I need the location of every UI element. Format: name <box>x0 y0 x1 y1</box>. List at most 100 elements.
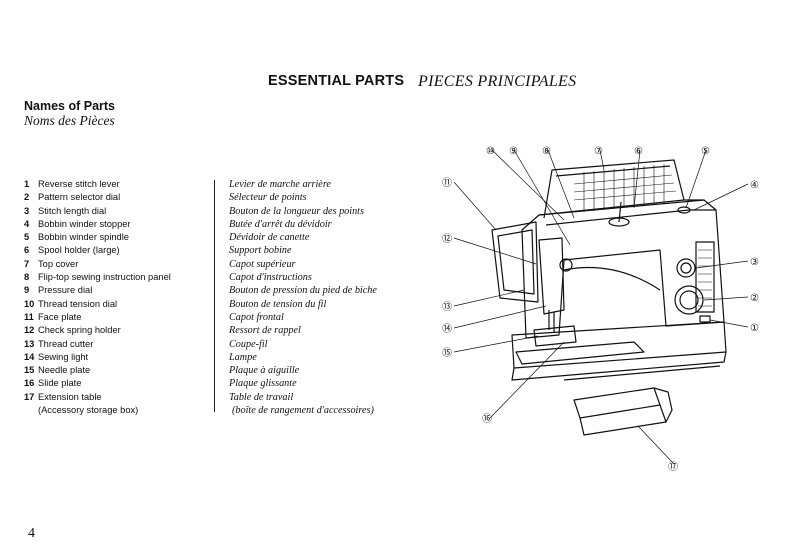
part-name: Check spring holder <box>38 325 121 336</box>
part-name: Thread cutter <box>38 338 94 349</box>
tension-dial <box>559 258 573 272</box>
part-number: 6 <box>24 245 30 256</box>
list-item: Capot d'instructions <box>229 272 312 284</box>
callout-5: ⑤ <box>701 146 710 157</box>
callout-16: ⑯ <box>482 413 492 425</box>
subtitle-french: Noms des Pièces <box>24 113 115 128</box>
list-item: Capot frontal <box>229 311 284 323</box>
page-number: 4 <box>28 526 35 541</box>
list-item: Support bobine <box>229 245 292 257</box>
accessory-box <box>573 387 661 419</box>
list-item: Levier de marche arrière <box>229 179 331 190</box>
callout-8: ⑧ <box>542 146 551 157</box>
sewing-machine-diagram: ⑩ ⑨ ⑧ ⑦ ⑥ ⑤ ④ ⑪ ⑫ ③ ② ⑬ ① ⑭ ⑮ ⑯ ⑰ <box>442 146 759 473</box>
part-number: 3 <box>24 205 30 216</box>
list-item: Ressort de rappel <box>229 325 301 337</box>
list-item: 9 Pressure dial <box>24 284 214 297</box>
part-name: Pressure dial <box>38 285 93 296</box>
list-item: Lampe <box>229 351 257 363</box>
list-item: 4 Bobbin winder stopper <box>24 218 214 231</box>
list-item: Plaque glissante <box>229 378 297 390</box>
part-name: Top cover <box>38 258 79 269</box>
callout-11: ⑪ <box>442 177 452 189</box>
list-item: Butée d'arrêt du dévidoir <box>229 218 332 230</box>
callout-17: ⑰ <box>668 461 678 473</box>
part-number: 13 <box>24 338 35 349</box>
part-name: Flip-top sewing instruction panel <box>38 272 171 283</box>
callouts: ⑩ ⑨ ⑧ ⑦ ⑥ ⑤ ④ ⑪ ⑫ ③ ② ⑬ ① ⑭ ⑮ ⑯ ⑰ <box>442 146 759 473</box>
needle-plate <box>533 325 577 347</box>
part-number: 9 <box>24 285 30 296</box>
list-item: Sélecteur de points <box>229 192 307 204</box>
list-item-extra: (boîte de rangement d'accessoires) <box>229 404 399 417</box>
stitch-chart <box>695 241 715 313</box>
list-item: 11 Face plate <box>24 311 214 324</box>
part-name: Extension table <box>38 391 102 402</box>
list-item: 7 Top cover <box>24 258 214 271</box>
part-number: 16 <box>24 378 35 389</box>
part-number: 4 <box>24 218 30 229</box>
list-item: Bouton de la longueur des points <box>229 205 364 217</box>
list-item: Capot supérieur <box>229 258 296 270</box>
subtitle-english: Names of Parts <box>24 99 116 113</box>
part-number: 7 <box>24 258 30 269</box>
stitch-length-dial <box>676 258 696 278</box>
part-name: Reverse stitch lever <box>38 179 120 189</box>
part-number: 17 <box>24 391 35 402</box>
callout-12: ⑫ <box>442 233 452 245</box>
callout-4: ④ <box>750 180 759 191</box>
callout-15: ⑮ <box>442 347 452 359</box>
part-name: Face plate <box>38 311 82 322</box>
part-number: 5 <box>24 232 30 243</box>
part-name: Sewing light <box>38 351 89 362</box>
callout-10: ⑩ <box>486 146 495 157</box>
part-name: Spool holder (large) <box>38 245 120 256</box>
machine-body <box>521 199 725 339</box>
part-name: Bobbin winder stopper <box>38 218 131 229</box>
callout-2: ② <box>750 293 759 304</box>
part-name-extra: (Accessory storage box) <box>38 405 139 416</box>
list-item: Coupe-fil <box>229 338 268 350</box>
list-item: Bouton de pression du pied de biche <box>229 285 377 297</box>
part-number: 1 <box>24 179 30 189</box>
list-item: Dévidoir de canette <box>229 232 310 244</box>
callout-9: ⑨ <box>509 146 518 157</box>
list-item: Table de travail <box>229 391 294 403</box>
section-title-english: ESSENTIAL PARTS <box>268 73 405 89</box>
part-number: 14 <box>24 351 35 362</box>
part-number: 12 <box>24 325 35 336</box>
part-name-extra: (boîte de rangement d'accessoires) <box>232 405 374 417</box>
part-name: Thread tension dial <box>38 298 118 309</box>
callout-1: ① <box>750 323 759 334</box>
list-item-extra: (Accessory storage box) <box>24 404 214 417</box>
callout-14: ⑭ <box>442 323 452 335</box>
instruction-panel <box>543 159 685 219</box>
callout-7: ⑦ <box>594 146 603 157</box>
list-item: 1 Reverse stitch lever <box>24 178 214 191</box>
part-name: Needle plate <box>38 365 91 376</box>
part-name: Slide plate <box>38 378 82 389</box>
reverse-stitch-lever <box>699 315 711 323</box>
part-number: 11 <box>24 311 34 322</box>
part-number: 2 <box>24 192 30 203</box>
parts-list-french: Levier de marche arrière Sélecteur de po… <box>229 178 399 417</box>
list-item: Bouton de tension du fil <box>229 298 327 310</box>
list-item: 5 Bobbin winder spindle <box>24 231 214 244</box>
face-plate <box>491 221 539 303</box>
pattern-selector-dial <box>674 285 704 315</box>
callout-3: ③ <box>750 257 759 268</box>
column-divider <box>214 180 215 412</box>
list-item: Plaque à aiguille <box>229 365 300 377</box>
part-name: Bobbin winder spindle <box>38 232 129 243</box>
